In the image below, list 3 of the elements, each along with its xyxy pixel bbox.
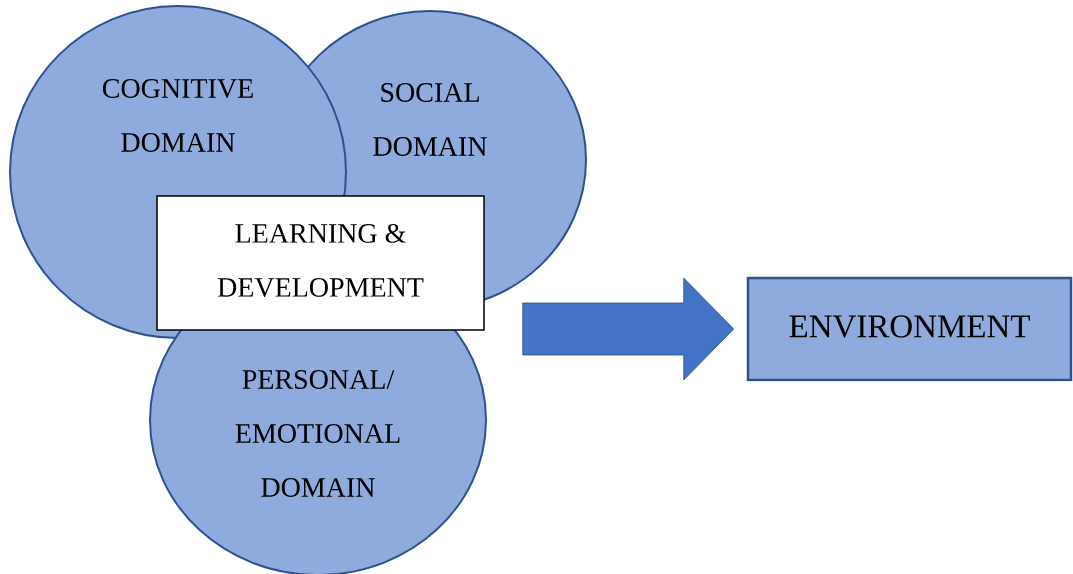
center-box: LEARNING & DEVELOPMENT [156, 195, 485, 331]
block-arrow [522, 277, 735, 381]
environment-box: ENVIRONMENT [746, 276, 1073, 382]
